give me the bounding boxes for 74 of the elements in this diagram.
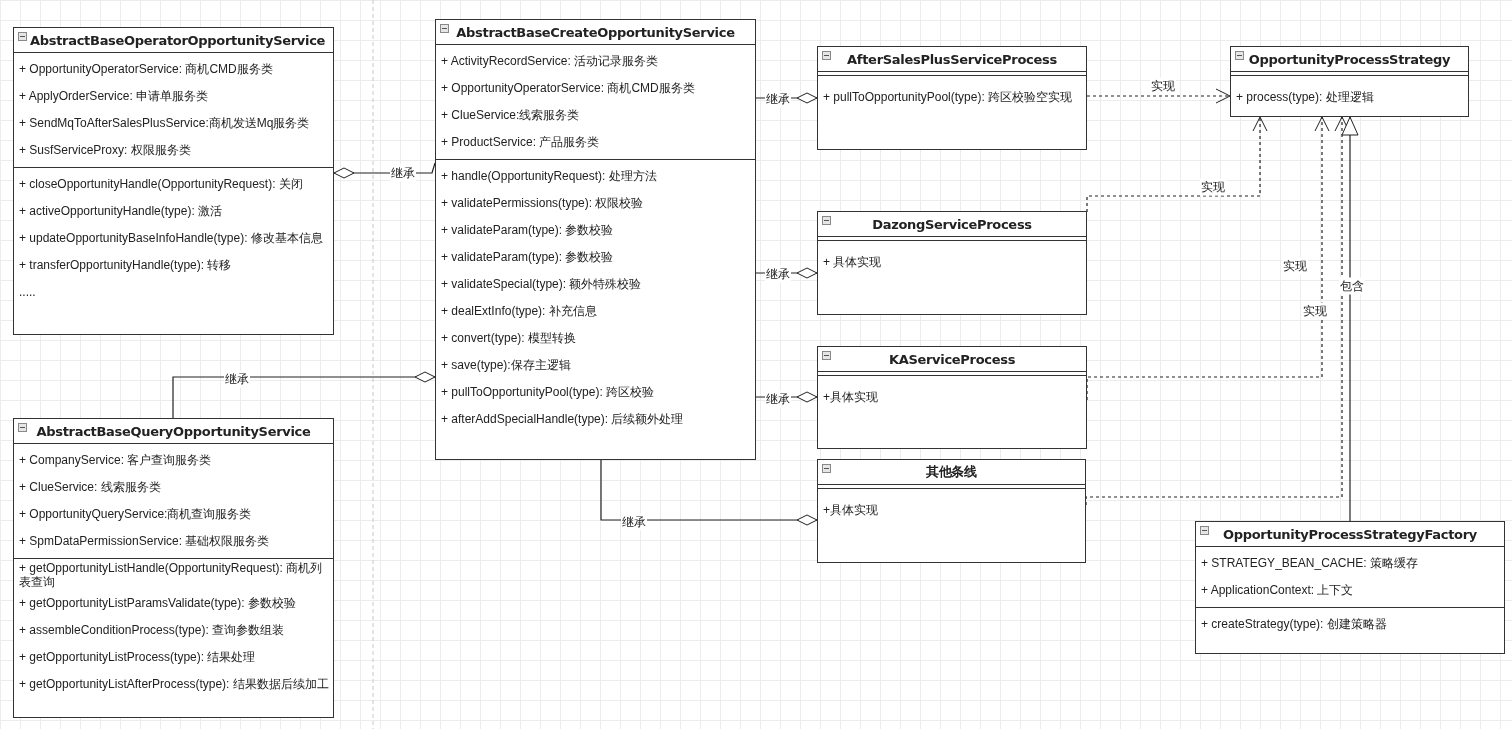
- class-box: [817, 46, 1087, 150]
- method-text: + pullToOpportunityPool(type): 跨区校验: [441, 384, 655, 399]
- method-text: + afterAddSpecialHandle(type): 后续额外处理: [441, 411, 684, 426]
- class-name: DazongServiceProcess: [872, 216, 1032, 232]
- method-text: + dealExtInfo(type): 补充信息: [441, 303, 597, 318]
- method-text: + process(type): 处理逻辑: [1236, 89, 1374, 104]
- method-text: + convert(type): 模型转换: [441, 330, 577, 345]
- method-text: + handle(OpportunityRequest): 处理方法: [441, 168, 657, 183]
- method-text: + validateParam(type): 参数校验: [441, 222, 614, 237]
- class-name: 其他条线: [926, 463, 977, 481]
- attribute-text: + SendMqToAfterSalesPlusService:商机发送Mq服务类: [19, 115, 310, 130]
- edge-label: 继承: [224, 370, 250, 388]
- method-text: + createStrategy(type): 创建策略器: [1201, 616, 1387, 631]
- class-box: [817, 459, 1086, 563]
- class-box: [817, 211, 1087, 315]
- edge-label: 继承: [765, 90, 791, 108]
- aggregation-line: [172, 371, 436, 419]
- method-text: .....: [19, 284, 36, 299]
- method-text: + assembleConditionProcess(type): 查询参数组装: [19, 622, 285, 637]
- class-box: [435, 19, 756, 460]
- class-box: [1230, 46, 1469, 117]
- attribute-text: + SusfServiceProxy: 权限服务类: [19, 142, 191, 157]
- edge-label: 继承: [765, 265, 791, 283]
- arrow: [1341, 116, 1359, 522]
- realization-arrow: [1086, 116, 1268, 213]
- edge-label: 实现: [1282, 257, 1308, 275]
- edge-label: 继承: [390, 164, 416, 182]
- attribute-text: + STRATEGY_BEAN_CACHE: 策略缓存: [1201, 555, 1418, 570]
- attribute-text: + OpportunityOperatorService: 商机CMD服务类: [441, 80, 695, 95]
- attribute-text: + ClueService: 线索服务类: [19, 479, 161, 494]
- edge-label: 继承: [765, 390, 791, 408]
- class-name: AfterSalesPlusServiceProcess: [847, 51, 1057, 67]
- class-box: [1195, 521, 1505, 654]
- attribute-text: + ProductService: 产品服务类: [441, 134, 600, 149]
- class-box: [13, 418, 334, 718]
- method-text: + 具体实现: [823, 254, 882, 269]
- method-text: + closeOpportunityHandle(OpportunityRequest): 关闭: [19, 176, 303, 191]
- class-name: AbstractBaseOperatorOpportunityService: [30, 32, 326, 48]
- method-text: + transferOpportunityHandle(type): 转移: [19, 257, 232, 272]
- class-box: [13, 27, 334, 335]
- method-text: + getOpportunityListParamsValidate(type): 参数校验: [19, 595, 296, 610]
- class-name: OpportunityProcessStrategyFactory: [1222, 526, 1477, 542]
- realization-arrow: [1086, 88, 1231, 104]
- method-text: + getOpportunityListProcess(type): 结果处理: [19, 649, 256, 664]
- attribute-text: + CompanyService: 客户查询服务类: [19, 452, 212, 467]
- method-text: + getOpportunityListAfterProcess(type): 结果数据后续加工: [19, 676, 329, 691]
- method-text: + updateOpportunityBaseInfoHandle(type): 修改基本信息: [19, 230, 323, 245]
- class-name: AbstractBaseCreateOpportunityService: [456, 24, 735, 40]
- attribute-text: + OpportunityQueryService:商机查询服务类: [19, 506, 252, 521]
- method-text: +具体实现: [823, 502, 878, 517]
- method-text: + validateSpecial(type): 额外特殊校验: [441, 276, 642, 291]
- attribute-text: + ClueService:线索服务类: [441, 107, 580, 122]
- class-name: OpportunityProcessStrategy: [1248, 51, 1451, 67]
- attribute-text: + ApplyOrderService: 申请单服务类: [19, 88, 209, 103]
- attribute-text: + SpmDataPermissionService: 基础权限服务类: [19, 533, 270, 548]
- edge-label: 实现: [1200, 178, 1226, 196]
- edge-label: 实现: [1150, 77, 1176, 95]
- attribute-text: + OpportunityOperatorService: 商机CMD服务类: [19, 61, 273, 76]
- class-box: [817, 346, 1087, 449]
- method-text: + validatePermissions(type): 权限校验: [441, 195, 644, 210]
- method-text: + activeOpportunityHandle(type): 激活: [19, 203, 223, 218]
- method-text: + pullToOpportunityPool(type): 跨区校验空实现: [823, 89, 1073, 104]
- aggregation-line: [600, 459, 818, 526]
- method-text: + save(type):保存主逻辑: [441, 357, 571, 372]
- edge-label: 继承: [621, 513, 647, 531]
- method-text: + getOpportunityListHandle(OpportunityRequest): 商机列表查询: [19, 561, 324, 589]
- method-text: + validateParam(type): 参数校验: [441, 249, 614, 264]
- attribute-text: + ApplicationContext: 上下文: [1201, 582, 1354, 597]
- attribute-text: + ActivityRecordService: 活动记录服务类: [441, 53, 659, 68]
- edge-label: 实现: [1302, 302, 1328, 320]
- class-name: KAServiceProcess: [888, 351, 1016, 367]
- edge-label: 包含: [1339, 277, 1365, 295]
- class-name: AbstractBaseQueryOpportunityService: [36, 423, 311, 439]
- method-text: +具体实现: [823, 389, 878, 404]
